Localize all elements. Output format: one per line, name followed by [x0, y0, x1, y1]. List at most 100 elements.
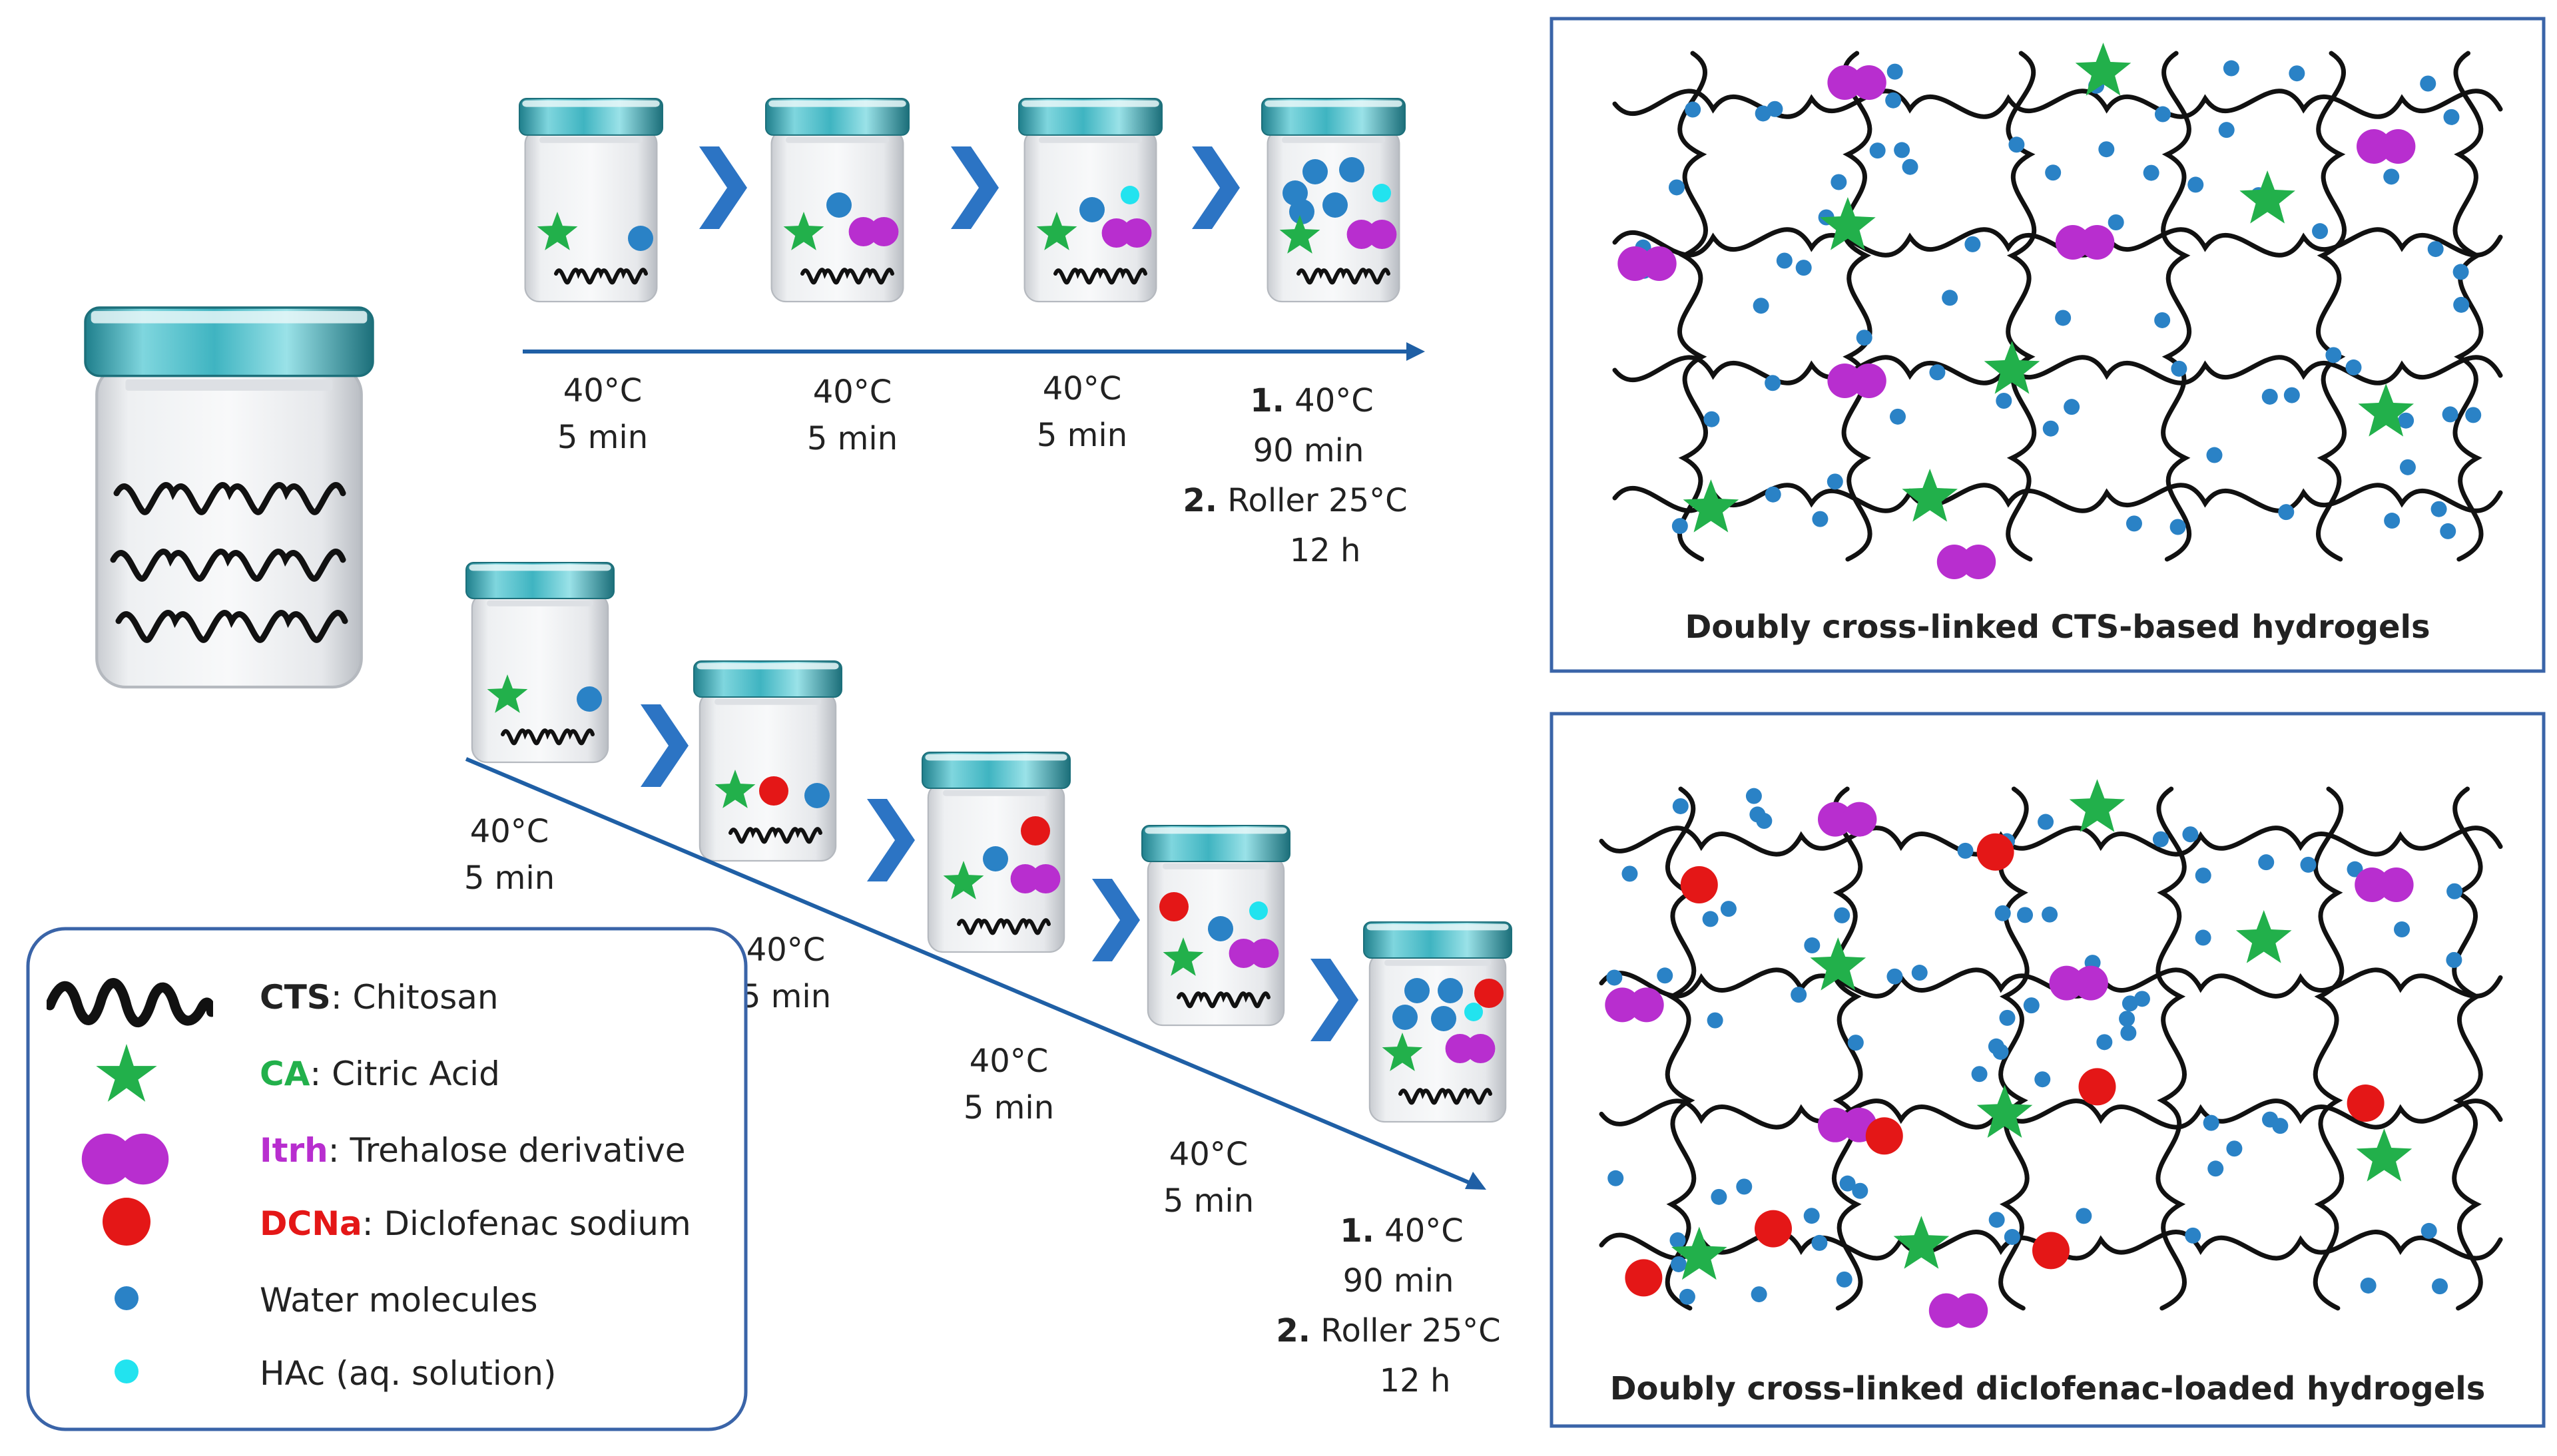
jar-lid-rim — [768, 100, 906, 107]
polymer-chain — [2316, 51, 2347, 562]
legend-item-water: Water molecules — [260, 1281, 538, 1320]
trehalose-crosslink — [1818, 802, 1877, 837]
panel-top-frame — [1550, 17, 2546, 673]
water-molecule — [1720, 901, 1737, 917]
water-molecule — [2347, 861, 2363, 877]
panel-top-caption: Doubly cross-linked CTS-based hydrogels — [1685, 608, 2430, 646]
water-molecule — [2399, 459, 2416, 475]
water-molecule — [1765, 486, 1781, 503]
bottom-step3-temp: 40°C — [970, 1043, 1049, 1080]
legend-item-hac: HAc (aq. solution) — [260, 1354, 556, 1393]
polymer-chain — [2313, 786, 2345, 1311]
bottom-final-line3: 2. Roller 25°C — [1276, 1312, 1500, 1349]
water-molecule — [1702, 911, 1719, 927]
citric-acid-crosslink — [2069, 779, 2126, 832]
water-molecule — [2182, 826, 2199, 843]
polymer-chain — [1998, 786, 2030, 1311]
water-molecule — [2383, 168, 2400, 185]
trehalose-crosslink — [1928, 1293, 1988, 1328]
network-bottom — [1599, 779, 2503, 1328]
water-molecule — [2300, 856, 2317, 873]
dcna-dot — [1159, 892, 1189, 921]
trehalose-crosslink — [1827, 65, 1886, 100]
water-molecule — [1668, 179, 1685, 196]
water-molecule — [2195, 867, 2211, 884]
water-molecule — [1606, 969, 1623, 986]
trehalose-crosslink — [1617, 246, 1677, 281]
top-step1-time: 5 min — [557, 419, 648, 456]
bottom-step1-time: 5 min — [464, 859, 555, 897]
chitosan-chain-2 — [110, 549, 346, 582]
diclofenac-molecule — [2078, 1068, 2116, 1106]
water-molecule — [2042, 906, 2058, 923]
water-molecule — [1886, 63, 1903, 80]
water-molecule — [2226, 1140, 2243, 1157]
water-molecule — [1803, 1208, 1820, 1224]
hac-dot — [1372, 184, 1391, 202]
jar-lid — [84, 306, 374, 377]
citric-acid-star — [1163, 937, 1204, 976]
citric-acid-crosslink — [2239, 170, 2295, 224]
citric-acid-star — [537, 212, 578, 250]
bottom-process-row: 40°C 5 min 40°C 5 min 40°C 5 min 40°C 5 … — [464, 562, 1512, 1399]
water-molecule — [1890, 408, 1906, 425]
water-molecule — [2034, 1071, 2051, 1088]
water-molecule — [2312, 223, 2329, 240]
jar-lid-rim — [469, 564, 611, 571]
citric-acid-crosslink — [2358, 383, 2414, 437]
red-dot-icon — [103, 1198, 150, 1246]
jar-lid-rim — [1145, 827, 1287, 834]
legend-item-cts: CTS: Chitosan — [260, 978, 499, 1017]
water-molecule — [2119, 1011, 2135, 1027]
top-step3-time: 5 min — [1037, 417, 1127, 454]
diclofenac-molecule — [2347, 1085, 2385, 1122]
diclofenac-molecule — [1625, 1259, 1663, 1297]
water-molecule — [2394, 921, 2411, 937]
jar-lid-rim — [697, 662, 839, 670]
top-chevron-2 — [951, 146, 999, 229]
polymer-chain — [1831, 786, 1863, 1311]
water-molecule — [1776, 252, 1793, 269]
jar-neck — [125, 379, 333, 391]
polymer-chain — [2161, 51, 2192, 562]
bottom-step4-temp: 40°C — [1169, 1136, 1249, 1173]
water-molecule — [2465, 407, 2482, 423]
water-molecule — [1795, 260, 1812, 276]
water-molecule — [1852, 1182, 1868, 1199]
water-molecule — [2440, 523, 2456, 539]
water-molecule — [1836, 1271, 1852, 1288]
polymer-chain — [1677, 51, 1708, 562]
water-molecule — [2133, 991, 2150, 1007]
water-molecule — [1942, 290, 1958, 306]
citric-acid-star — [1036, 212, 1077, 250]
water-dot — [1322, 192, 1348, 218]
cyan-dot-icon — [115, 1359, 139, 1383]
bottom-jar-2 — [693, 660, 842, 862]
water-molecule — [1964, 236, 1981, 252]
hac-dot — [1249, 901, 1268, 920]
water-molecule — [1957, 842, 1974, 859]
citric-acid-crosslink — [2356, 1128, 2413, 1182]
water-molecule — [1671, 518, 1688, 535]
water-molecule — [2258, 854, 2275, 871]
top-row-jars — [519, 98, 1406, 303]
citric-acid-star — [783, 212, 824, 250]
water-molecule — [1679, 1288, 1695, 1305]
network-top — [1612, 43, 2503, 579]
water-molecule — [2446, 951, 2462, 968]
citric-acid-star — [1279, 215, 1320, 254]
water-molecule — [2325, 347, 2342, 364]
trehalose-crosslink — [2055, 225, 2115, 260]
water-dot — [1404, 978, 1430, 1003]
hydrogel-panel-top: Doubly cross-linked CTS-based hydrogels — [1550, 17, 2546, 673]
water-molecule — [1885, 92, 1902, 109]
jar-chitosan-chain — [1053, 268, 1147, 285]
water-molecule — [1711, 1188, 1727, 1205]
water-molecule — [1988, 1038, 2004, 1055]
hac-dot — [1464, 1003, 1483, 1021]
water-molecule — [2122, 995, 2138, 1012]
jar-lid — [1141, 825, 1290, 862]
jar-chitosan-chain — [1296, 268, 1390, 285]
bottom-row-arrow-line — [465, 757, 1476, 1187]
